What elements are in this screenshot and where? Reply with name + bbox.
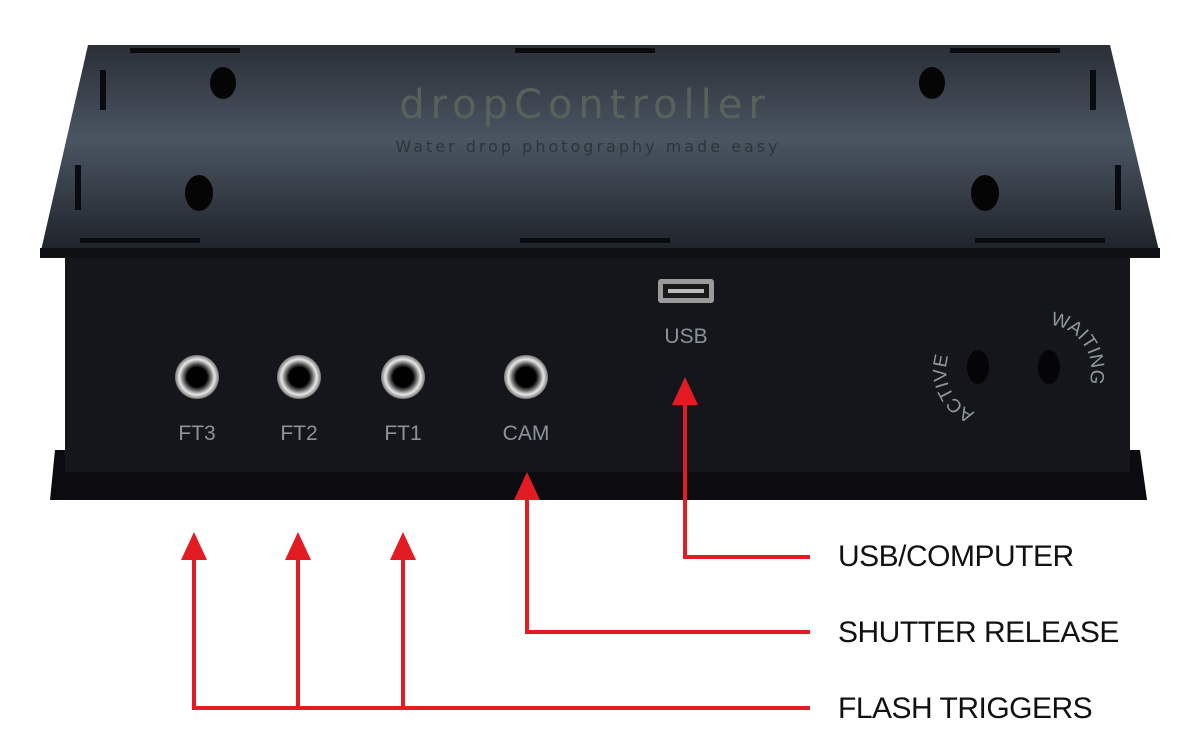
usb-label: USB <box>664 325 707 348</box>
screws <box>185 67 999 211</box>
led-waiting <box>1038 350 1060 384</box>
jack-ft3[interactable] <box>175 355 219 399</box>
front-panel <box>65 252 1130 472</box>
usb-port[interactable] <box>658 279 714 303</box>
jack-ft2[interactable] <box>277 355 321 399</box>
jack-cam[interactable] <box>504 355 548 399</box>
usb-callout-line <box>683 400 810 559</box>
jack-ft1[interactable] <box>381 355 425 399</box>
arrowhead-usb <box>672 377 698 405</box>
callout-lines <box>192 400 810 710</box>
callout-usb-computer: USB/COMPUTER <box>838 540 1074 573</box>
lid-slots <box>75 48 1121 243</box>
led-active <box>967 350 989 384</box>
brand-logo: dropController <box>399 82 771 128</box>
arrowheads <box>181 377 698 560</box>
callout-flash-triggers: FLASH TRIGGERS <box>838 692 1093 725</box>
port-label-ft3: FT3 <box>178 422 215 445</box>
port-label-cam: CAM <box>503 422 550 445</box>
arrowhead-ft2 <box>285 532 311 560</box>
callout-shutter-release: SHUTTER RELEASE <box>838 616 1119 649</box>
port-label-ft2: FT2 <box>280 422 317 445</box>
lid-edge <box>40 248 1160 258</box>
shutter-callout-line <box>525 495 810 634</box>
flash-callout-line <box>192 555 810 710</box>
top-lid <box>40 45 1160 255</box>
arrowhead-cam <box>514 472 540 500</box>
arrowhead-ft3 <box>181 532 207 560</box>
brand-tagline: Water drop photography made easy <box>395 137 780 156</box>
port-label-ft1: FT1 <box>384 422 421 445</box>
arrowhead-ft1 <box>390 532 416 560</box>
